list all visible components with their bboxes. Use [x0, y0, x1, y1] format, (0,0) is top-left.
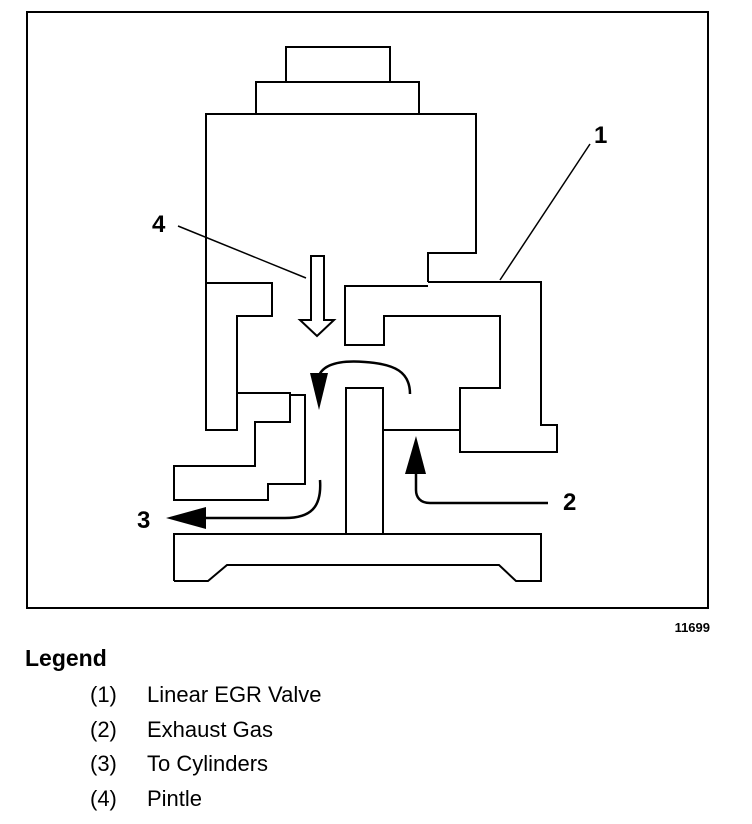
valve-seat-stem [345, 387, 384, 534]
legend-item-label: Linear EGR Valve [147, 682, 322, 707]
callout-2: 2 [563, 489, 576, 516]
base-flange [173, 533, 542, 582]
flow-arrowhead-down [310, 373, 328, 410]
legend-item: (1) Linear EGR Valve [90, 682, 321, 717]
exhaust-gas-flow-line [414, 470, 548, 505]
callout-4: 4 [152, 211, 166, 238]
valve-right-housing [344, 281, 558, 453]
valve-top-cap [285, 46, 391, 83]
legend-item-number: (3) [90, 751, 117, 776]
legend-item-number: (4) [90, 785, 117, 811]
callout-3: 3 [137, 507, 150, 534]
legend-title: Legend [25, 645, 107, 671]
legend-item: (3) To Cylinders [90, 751, 321, 786]
valve-upper-cap [255, 81, 420, 115]
exhaust-duct [382, 429, 460, 534]
leader-line-4 [177, 225, 307, 279]
legend-item-number: (1) [90, 682, 117, 707]
to-cylinders-arrowhead [166, 507, 206, 529]
legend-item-number: (2) [90, 716, 117, 742]
diagram-frame [26, 11, 709, 609]
valve-left-inner [206, 282, 273, 430]
figure-number: 11699 [675, 620, 710, 635]
to-cylinders-flow-line [200, 479, 322, 520]
legend-item: (4) Pintle [90, 786, 321, 821]
legend-item-label: Exhaust Gas [147, 716, 273, 742]
solenoid-housing [205, 113, 477, 283]
egr-valve-diagram: 1 2 3 4 11699 [26, 11, 710, 635]
pintle-arrow [297, 255, 337, 338]
legend-list: (1) Linear EGR Valve (2) Exhaust Gas (3) To… [90, 682, 321, 820]
legend-item-label: To Cylinders [147, 751, 269, 776]
callout-1: 1 [594, 122, 607, 149]
exhaust-gas-arrowhead [405, 436, 426, 474]
flow-curve-top [316, 360, 412, 395]
leader-line-1 [499, 143, 591, 281]
legend-item: (2) Exhaust Gas [90, 717, 321, 752]
legend-item-label: Pintle [147, 785, 203, 811]
